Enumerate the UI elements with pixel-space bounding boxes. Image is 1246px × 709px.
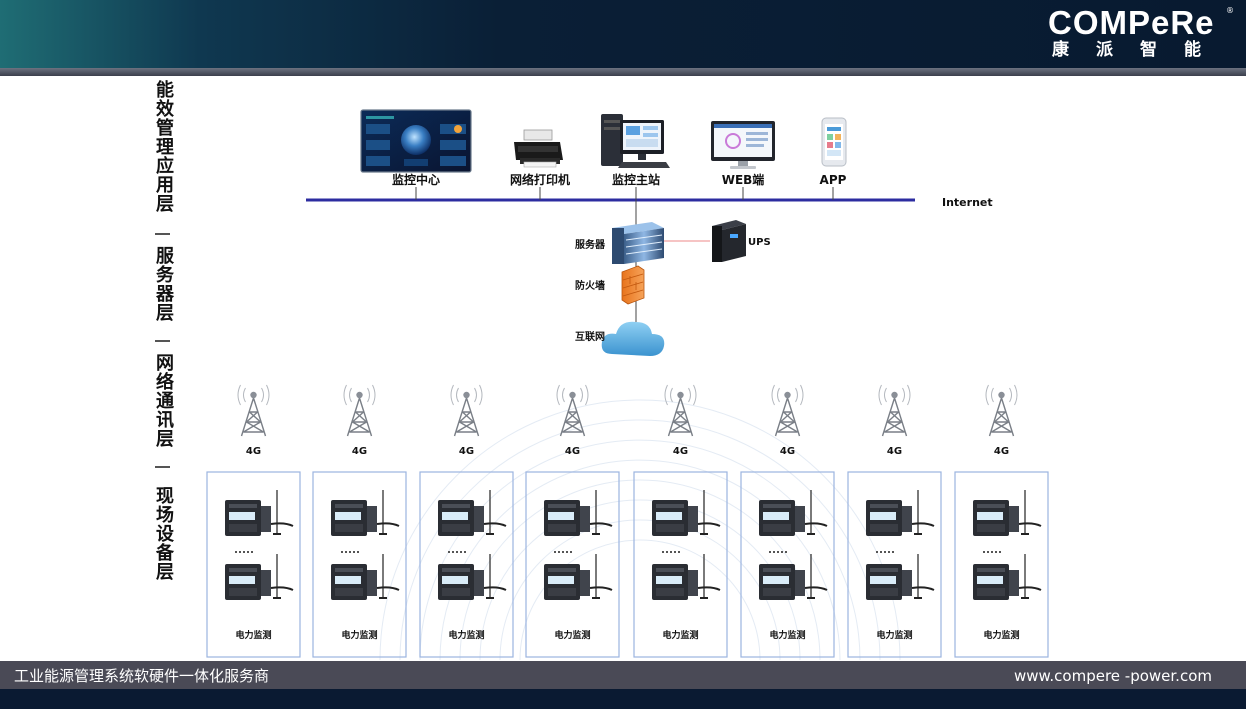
cell-tower-icon bbox=[237, 384, 270, 437]
field-group: 电力监测 bbox=[206, 471, 301, 658]
server-rack-icon bbox=[612, 222, 664, 264]
power-meter-icon bbox=[225, 554, 294, 600]
cell-tower-icon bbox=[343, 384, 376, 437]
field-device-groups: 电力监测 电力监测 电力监测 电力监测 电力监测 电力监测 电力监测 电力监测 bbox=[206, 471, 1049, 658]
field-group-label: 电力监测 bbox=[662, 629, 698, 641]
layer-separator bbox=[155, 340, 170, 342]
brand-logo: COMPeRe bbox=[1048, 4, 1215, 41]
field-group: 电力监测 bbox=[312, 471, 407, 658]
layer-label-application: 能效管理应用层 bbox=[153, 80, 174, 213]
brand-registered-mark: ® bbox=[1226, 6, 1234, 15]
tower-label-4g: 4G bbox=[887, 446, 902, 457]
layer-label-network: 网络通讯层 bbox=[153, 353, 174, 448]
field-group: 电力监测 bbox=[419, 471, 514, 658]
smartphone-icon bbox=[821, 117, 847, 167]
field-group-label: 电力监测 bbox=[876, 629, 912, 641]
printer-icon bbox=[514, 129, 563, 168]
field-group: 电力监测 bbox=[740, 471, 835, 658]
ups-icon bbox=[712, 220, 746, 262]
power-meter-icon bbox=[331, 554, 400, 600]
field-group-label: 电力监测 bbox=[448, 629, 484, 641]
power-meter-icon bbox=[866, 490, 935, 536]
ups-label: UPS bbox=[748, 237, 771, 248]
power-meter-icon bbox=[759, 490, 828, 536]
cell-tower-icon bbox=[664, 384, 697, 437]
cell-tower-icon bbox=[985, 384, 1018, 437]
layer-label-field: 现场设备层 bbox=[153, 486, 174, 581]
footer-slogan: 工业能源管理系统软硬件一体化服务商 bbox=[14, 667, 270, 685]
server-label: 服务器 bbox=[575, 238, 606, 251]
tower-label-4g: 4G bbox=[565, 446, 580, 457]
layer-separator bbox=[155, 233, 170, 235]
workstation-icon bbox=[601, 114, 670, 168]
power-meter-icon bbox=[544, 554, 613, 600]
footer-stripe bbox=[0, 689, 1246, 709]
header-bar bbox=[0, 0, 1246, 68]
field-group: 电力监测 bbox=[525, 471, 620, 658]
device-label-web: WEB端 bbox=[722, 172, 765, 187]
tower-label-4g: 4G bbox=[352, 446, 367, 457]
field-group-label: 电力监测 bbox=[235, 629, 271, 641]
field-group: 电力监测 bbox=[633, 471, 728, 658]
cell-tower-icon bbox=[878, 384, 911, 437]
cloud-icon bbox=[601, 321, 665, 356]
power-meter-icon bbox=[438, 490, 507, 536]
power-meter-icon bbox=[973, 554, 1042, 600]
device-label-monitor-center: 监控中心 bbox=[392, 172, 440, 187]
layer-label-server: 服务器层 bbox=[153, 246, 174, 322]
tower-label-4g: 4G bbox=[994, 446, 1009, 457]
field-group-label: 电力监测 bbox=[983, 629, 1019, 641]
device-label-master-station: 监控主站 bbox=[612, 172, 660, 187]
footer-website-link[interactable]: www.compere -power.com bbox=[1013, 667, 1212, 685]
power-meter-icon bbox=[866, 554, 935, 600]
cell-tower-icon bbox=[450, 384, 483, 437]
field-group-label: 电力监测 bbox=[769, 629, 805, 641]
power-meter-icon bbox=[438, 554, 507, 600]
header-stripe bbox=[0, 68, 1246, 76]
cell-tower-icon bbox=[556, 384, 589, 437]
tower-label-4g: 4G bbox=[459, 446, 474, 457]
power-meter-icon bbox=[225, 490, 294, 536]
power-meter-icon bbox=[544, 490, 613, 536]
layer-separator bbox=[155, 466, 170, 468]
power-meter-icon bbox=[331, 490, 400, 536]
firewall-label: 防火墙 bbox=[575, 279, 605, 292]
tower-label-4g: 4G bbox=[780, 446, 795, 457]
tower-label-4g: 4G bbox=[673, 446, 688, 457]
footer-bar bbox=[0, 661, 1246, 689]
monitor-wall-icon bbox=[360, 109, 472, 173]
power-meter-icon bbox=[973, 490, 1042, 536]
power-meter-icon bbox=[759, 554, 828, 600]
device-label-printer: 网络打印机 bbox=[510, 172, 570, 187]
tower-label-4g: 4G bbox=[246, 446, 261, 457]
field-group-label: 电力监测 bbox=[341, 629, 377, 641]
brand-chinese-name: 康派智能 bbox=[1052, 40, 1228, 60]
browser-monitor-icon bbox=[711, 121, 775, 169]
tower-row: 4G 4G 4G 4G 4G 4G 4G 4G bbox=[237, 384, 1018, 457]
field-group: 电力监测 bbox=[954, 471, 1049, 658]
power-meter-icon bbox=[652, 554, 721, 600]
field-group: 电力监测 bbox=[847, 471, 942, 658]
power-meter-icon bbox=[652, 490, 721, 536]
device-label-app: APP bbox=[820, 173, 847, 187]
network-diagram: Internet 监控中心 bbox=[206, 109, 1049, 661]
firewall-icon bbox=[621, 265, 645, 305]
cell-tower-icon bbox=[771, 384, 804, 437]
internet-bus-label: Internet bbox=[942, 196, 993, 209]
internet-cloud-label: 互联网 bbox=[575, 330, 605, 343]
field-group-label: 电力监测 bbox=[554, 629, 590, 641]
